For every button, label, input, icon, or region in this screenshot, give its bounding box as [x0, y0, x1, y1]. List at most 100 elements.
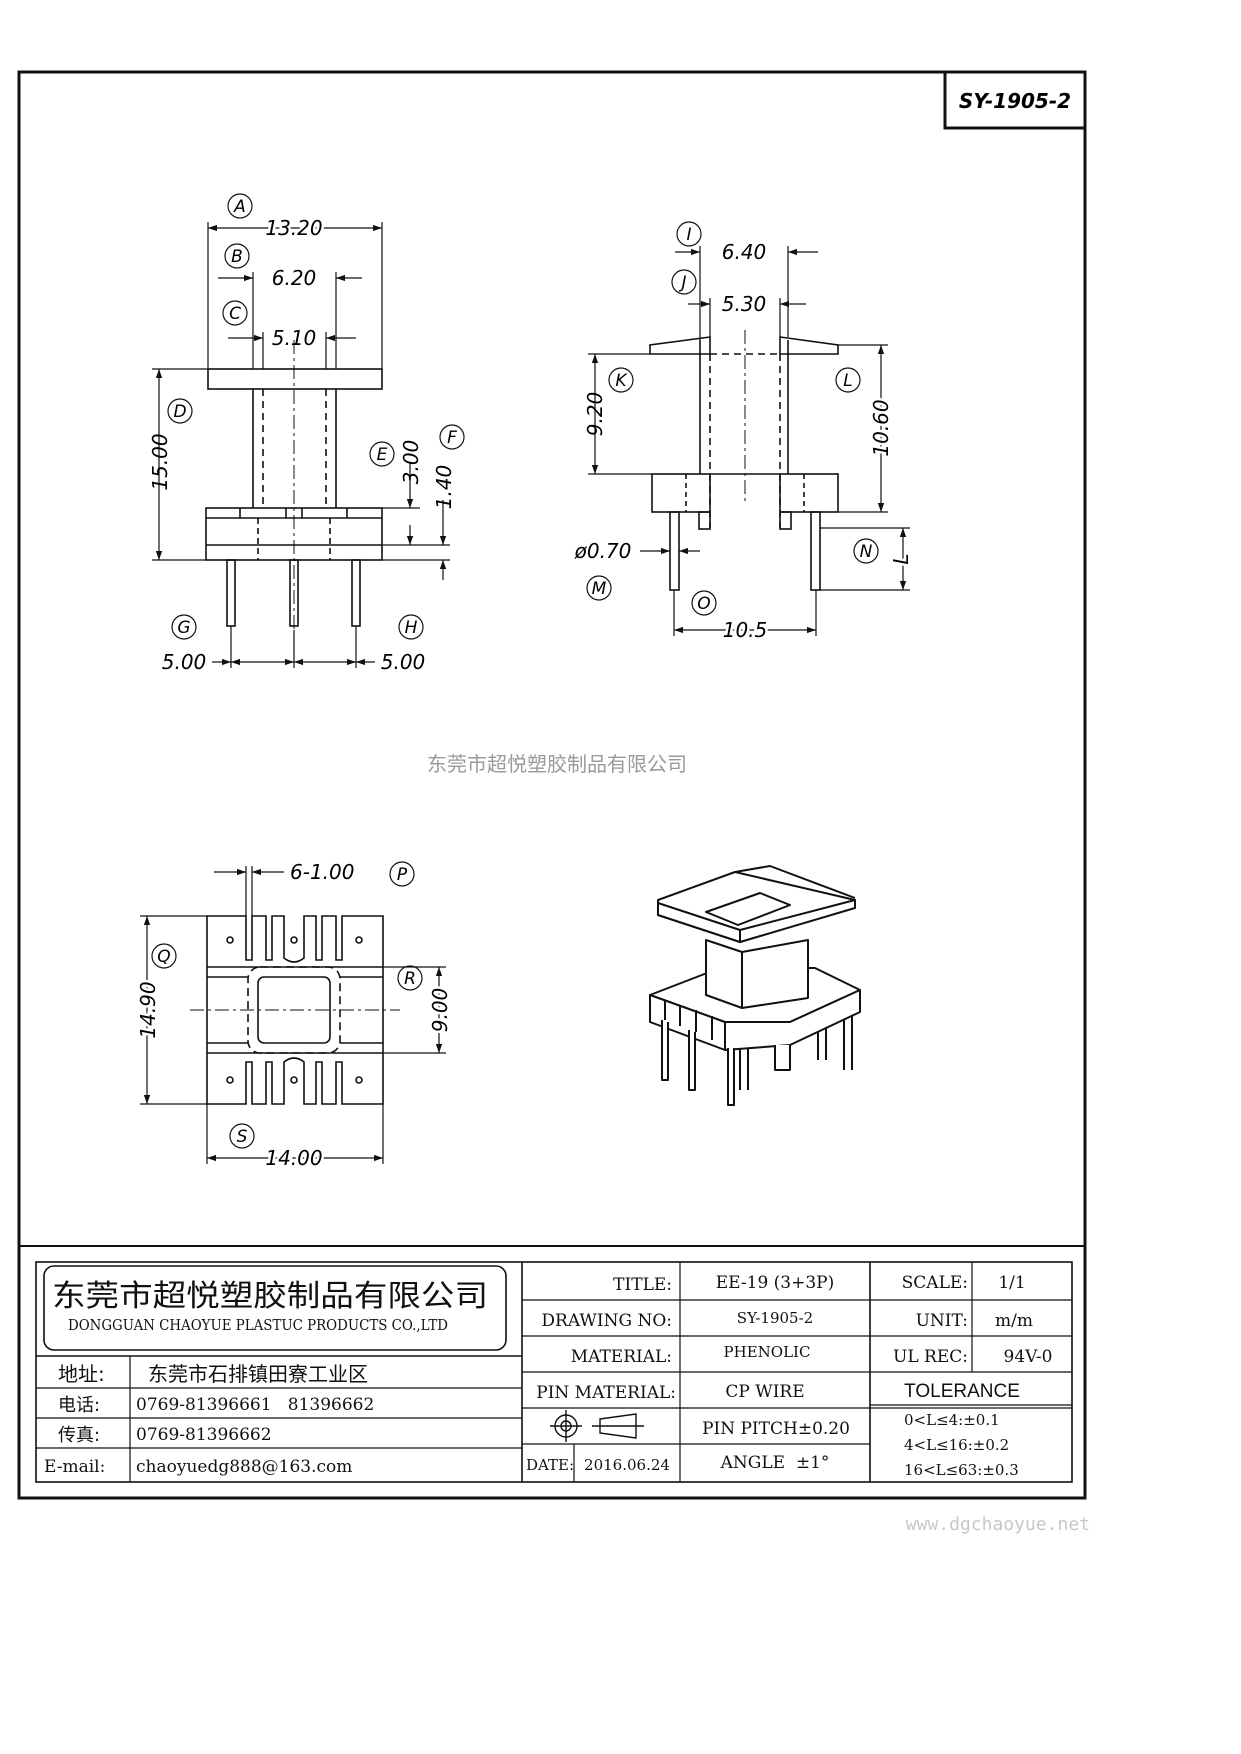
fax-label: 传真:	[58, 1425, 100, 1446]
side-view	[649, 330, 839, 591]
dim-h: 5.00	[381, 650, 426, 674]
footer-url[interactable]: www.dgchaoyue.net	[906, 1514, 1090, 1535]
dim-a: 13.20	[265, 216, 322, 240]
side-base-left	[651, 473, 711, 513]
front-top-flange	[207, 368, 383, 390]
dim-q: 14.90	[136, 981, 160, 1038]
title-value: EE-19 (3+3P)	[716, 1273, 835, 1293]
label-d: D	[173, 402, 186, 422]
bottom-labels	[151, 861, 423, 1149]
iso-base-front-right	[724, 989, 861, 1051]
address-label: 地址:	[58, 1362, 105, 1386]
dim-d: 15.00	[148, 433, 172, 490]
label-q: Q	[157, 947, 170, 967]
watermark: 东莞市超悦塑胶制品有限公司	[427, 752, 687, 776]
side-labels	[586, 221, 879, 616]
label-p: P	[397, 865, 408, 885]
front-dims	[152, 222, 450, 668]
email-value: chaoyuedg888@163.com	[136, 1457, 352, 1477]
date-label: DATE:	[526, 1456, 574, 1474]
ul-value: 94V-0	[1004, 1347, 1053, 1367]
email-label: E-mail:	[44, 1457, 105, 1477]
side-top-right-flange	[779, 336, 839, 355]
pin-pitch: PIN PITCH±0.20	[702, 1419, 850, 1439]
dim-r: 9.00	[428, 988, 452, 1033]
angle: ANGLE ±1°	[720, 1453, 830, 1473]
tolerance-label: TOLERANCE	[904, 1381, 1020, 1402]
material-value: PHENOLIC	[724, 1343, 811, 1361]
label-e: E	[377, 445, 388, 465]
unit-value: m/m	[995, 1311, 1033, 1331]
label-s: S	[237, 1127, 248, 1147]
dim-g: 5.00	[162, 650, 207, 674]
tolerance-3: 16<L≤63:±0.3	[904, 1461, 1019, 1479]
bottom-dims	[140, 866, 446, 1164]
label-o: O	[697, 594, 710, 614]
label-h: H	[405, 618, 418, 638]
side-dims	[588, 246, 910, 636]
company-name-cn: 东莞市超悦塑胶制品有限公司	[52, 1279, 488, 1314]
label-n: N	[860, 542, 873, 562]
tolerance-1: 0<L≤4:±0.1	[904, 1411, 1000, 1429]
dim-e: 3.00	[399, 440, 423, 485]
label-b: B	[231, 247, 243, 267]
drawing-no-label: DRAWING NO:	[541, 1311, 672, 1331]
dim-f: 1.40	[432, 465, 456, 510]
label-g: G	[177, 618, 190, 638]
side-base-right	[779, 473, 839, 513]
dim-n: L	[889, 553, 913, 564]
dim-b: 6.20	[272, 266, 317, 290]
isometric-view	[649, 865, 861, 1106]
projection-symbol-icon	[550, 1410, 644, 1442]
drawing-sheet: SY-1905-2	[17, 70, 1090, 1535]
label-i: I	[686, 225, 691, 245]
company-box	[43, 1265, 507, 1351]
material-label: MATERIAL:	[571, 1347, 672, 1367]
dim-p: 6-1.00	[290, 860, 354, 884]
bottom-dim-text: 6-1.00 14.90 9.00 14.00	[134, 860, 455, 1173]
title-label: TITLE:	[613, 1275, 672, 1295]
drawing-code: SY-1905-2	[959, 89, 1071, 113]
unit-label: UNIT:	[916, 1311, 968, 1331]
date-value: 2016.06.24	[584, 1456, 670, 1474]
dim-o: 10.5	[723, 618, 768, 642]
side-dim-text: 6.40 5.30 9.20 10.60 ø0.70 L 10.5	[574, 240, 916, 645]
ul-label: UL REC:	[893, 1347, 968, 1367]
dim-i: 6.40	[722, 240, 767, 264]
scale-label: SCALE:	[902, 1273, 968, 1293]
front-labels	[167, 193, 465, 640]
phone-value: 0769-81396661 81396662	[136, 1395, 374, 1415]
label-r: R	[404, 969, 416, 989]
company-name-en: DONGGUAN CHAOYUE PLASTUC PRODUCTS CO.,LT…	[68, 1316, 448, 1334]
side-top-left-flange	[649, 336, 711, 355]
dim-s: 14.00	[265, 1146, 322, 1170]
dim-c: 5.10	[272, 326, 317, 350]
label-m: M	[592, 579, 607, 599]
dim-k: 9.20	[583, 392, 607, 437]
label-j: J	[678, 273, 686, 293]
pin-material-label: PIN MATERIAL:	[536, 1383, 676, 1403]
fax-value: 0769-81396662	[136, 1425, 272, 1445]
title-block	[19, 1245, 1085, 1483]
drawing-no-value: SY-1905-2	[737, 1309, 813, 1327]
address-value: 东莞市石排镇田寮工业区	[148, 1362, 368, 1386]
label-c: C	[229, 304, 241, 324]
front-dim-text: 13.20 6.20 5.10 15.00 3.00 1.40 5.00 5.0…	[148, 214, 456, 675]
title-block-text: 东莞市超悦塑胶制品有限公司 DONGGUAN CHAOYUE PLASTUC P…	[44, 1273, 1052, 1479]
label-f: F	[447, 428, 457, 448]
phone-label: 电话:	[58, 1395, 100, 1416]
iso-core	[705, 939, 743, 1009]
sheet-border	[17, 70, 1087, 1500]
dim-m: ø0.70	[574, 539, 632, 563]
front-view	[205, 340, 383, 630]
dim-l: 10.60	[869, 399, 893, 456]
label-l: L	[843, 371, 852, 391]
bottom-view	[190, 915, 400, 1105]
tolerance-2: 4<L≤16:±0.2	[904, 1436, 1009, 1454]
pin-material-value: CP WIRE	[725, 1382, 804, 1402]
label-a: A	[233, 197, 246, 217]
code-box	[943, 70, 1087, 130]
label-k: K	[615, 371, 628, 391]
dim-j: 5.30	[722, 292, 767, 316]
scale-value: 1/1	[998, 1273, 1025, 1293]
